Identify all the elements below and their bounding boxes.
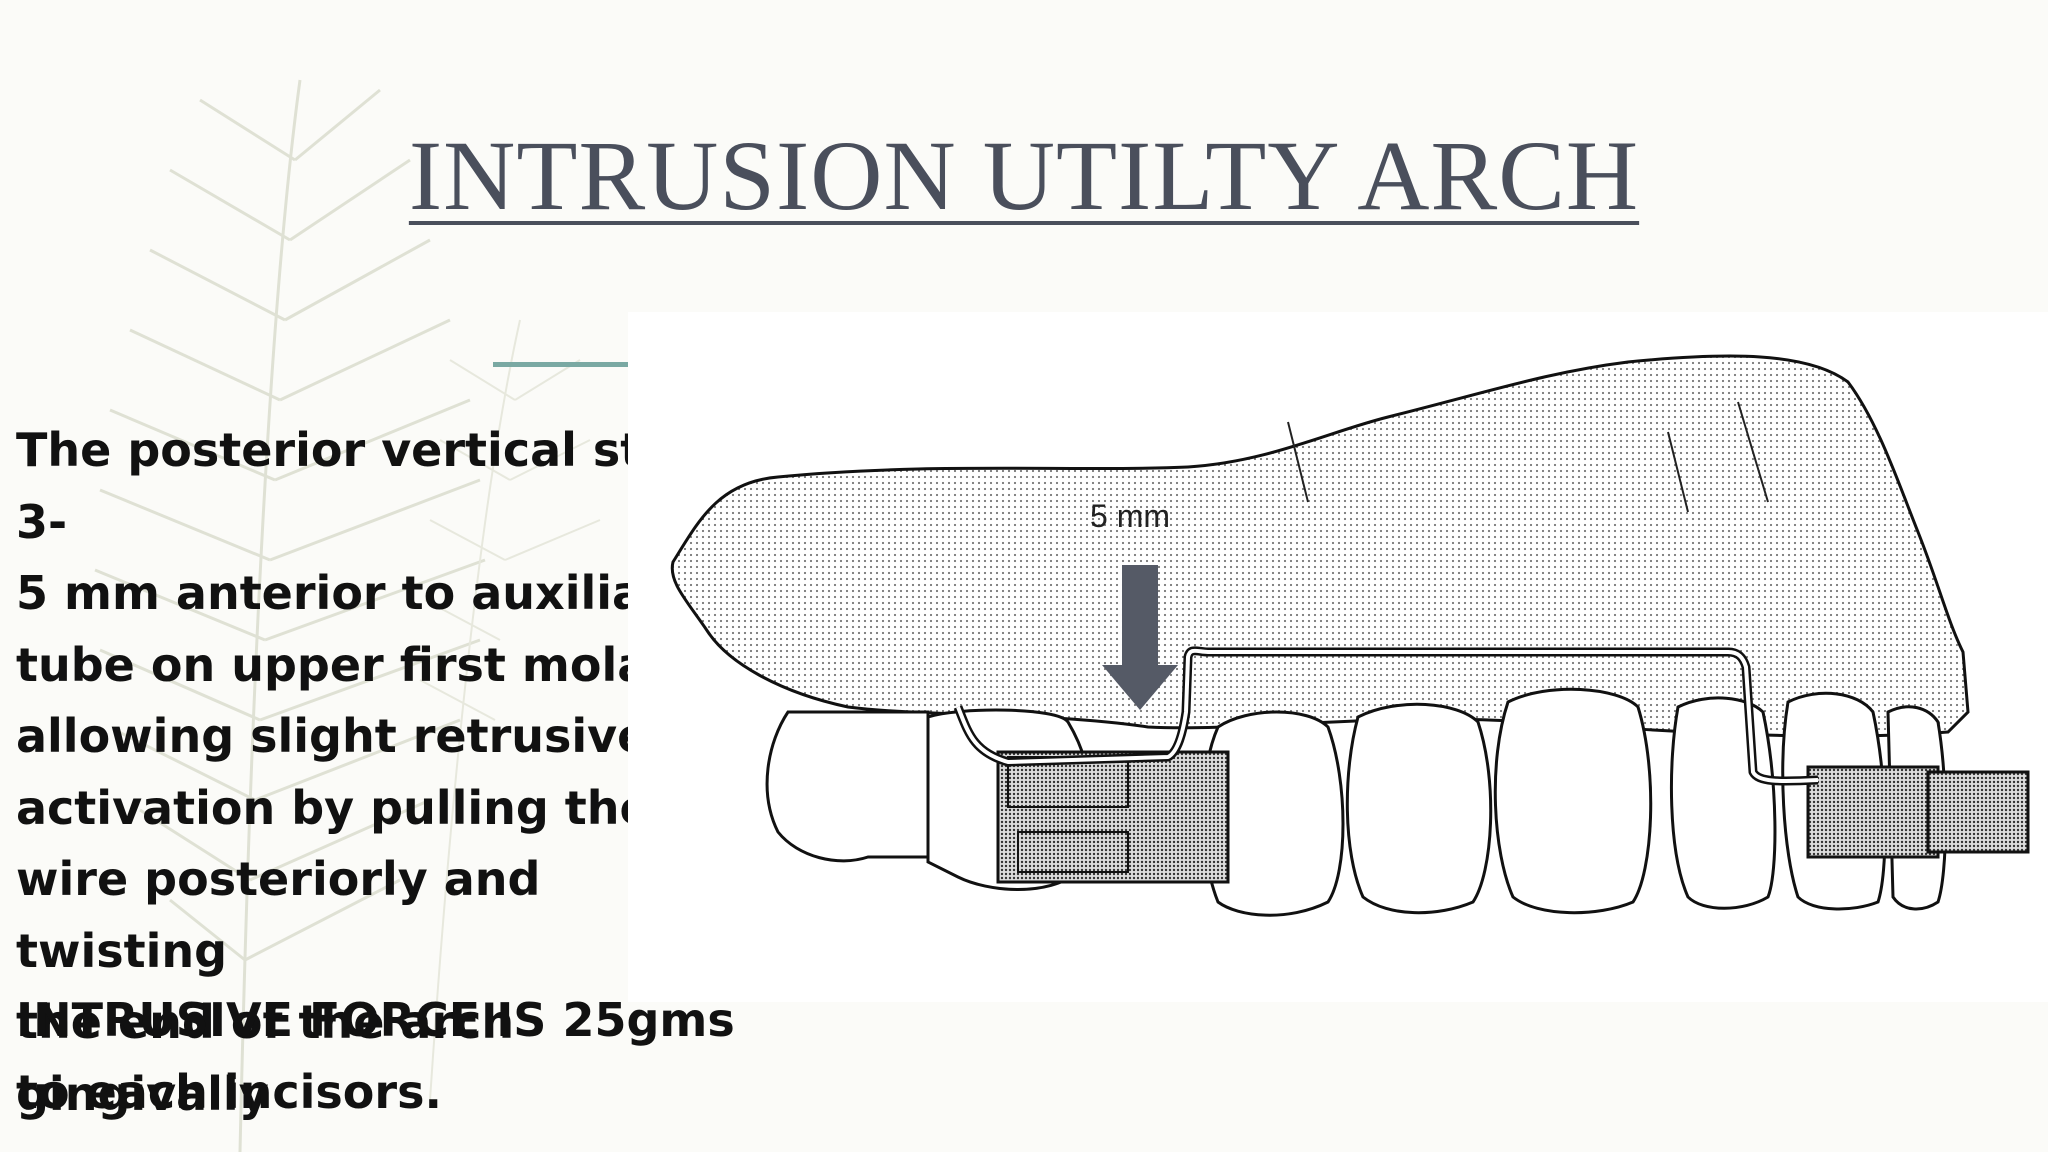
accent-divider: [493, 362, 628, 367]
description-line: wire posteriorly and twisting: [16, 852, 541, 978]
arch-drawing: [670, 354, 2030, 917]
gingiva-shape: [670, 354, 1970, 738]
fern-leaf-decoration: [94, 79, 601, 1152]
description-line: 5 mm anterior to auxiliary: [16, 566, 696, 620]
page-title-text: INTRUSION UTILTY ARCH: [408, 120, 1640, 231]
arrow-down-icon: [1102, 565, 1178, 710]
description-line: The posterior vertical step 3-: [16, 423, 707, 549]
description-line: allowing slight retrusive: [16, 709, 649, 763]
force-text: INTRUSIVE FORCE IS 25gms to each incisor…: [16, 985, 756, 1128]
force-line: to each incisors.: [16, 1064, 442, 1119]
force-line: INTRUSIVE FORCE IS 25gms: [16, 993, 735, 1047]
description-line: tube on upper first molar,: [16, 637, 682, 692]
description-line: activation by pulling the: [16, 780, 651, 835]
incisor-bracket: [1806, 765, 1940, 859]
measurement-label: 5 mm: [1090, 498, 1170, 534]
dental-arch-illustration: 5 mm: [628, 312, 2048, 1002]
description-text: The posterior vertical step 3- 5 mm ante…: [16, 415, 756, 1130]
description-line: the end of the arch gingivally: [16, 995, 515, 1121]
page-title: INTRUSION UTILTY ARCH: [0, 118, 2048, 233]
